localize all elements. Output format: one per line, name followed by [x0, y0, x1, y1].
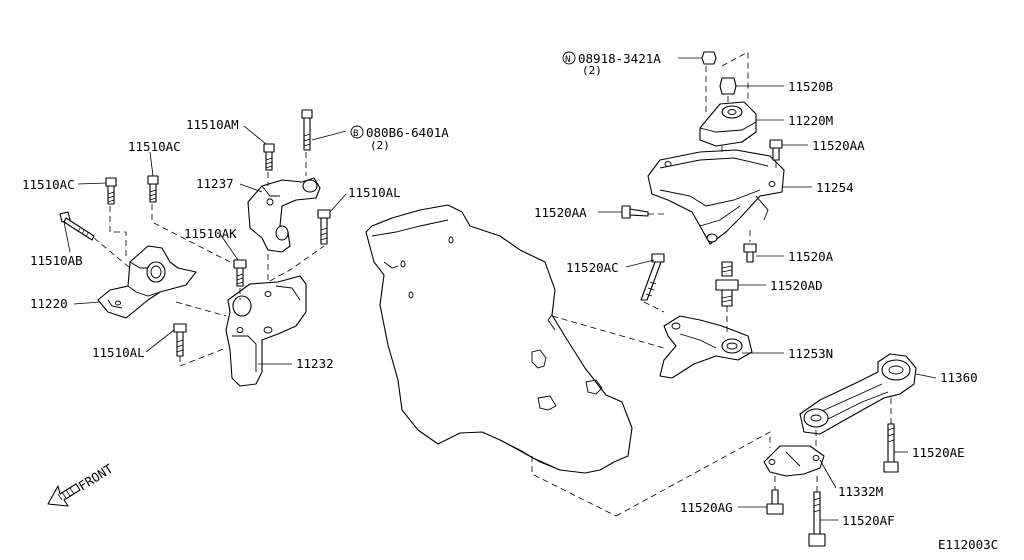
part-080B6-bolt — [301, 109, 313, 151]
label-080B6-code: 080B6-6401A — [366, 125, 449, 140]
label-11520AD: 11520AD — [770, 278, 823, 293]
label-11510AL-left: 11510AL — [92, 345, 145, 360]
label-08918-qty: (2) — [582, 64, 602, 77]
label-11220M: 11220M — [788, 113, 833, 128]
part-08918-nut — [701, 51, 717, 65]
part-11510AC-bolt-top — [147, 175, 159, 203]
front-label: FRONT — [76, 461, 116, 494]
part-11332M-bracket — [763, 445, 825, 477]
right-lower-mount-group — [531, 353, 917, 547]
part-11232-bracket — [225, 275, 307, 387]
label-11237: 11237 — [196, 176, 234, 191]
part-11510AM-bolt — [263, 143, 275, 171]
label-11332M: 11332M — [838, 484, 883, 499]
label-11510AC-top: 11510AC — [128, 139, 181, 154]
part-11520AC-bolt — [640, 253, 665, 301]
label-11520AC: 11520AC — [566, 260, 619, 275]
label-080B6-qty: (2) — [370, 139, 390, 152]
label-11520A: 11520A — [788, 249, 834, 264]
label-11520AE: 11520AE — [912, 445, 965, 460]
part-11237-bracket — [247, 177, 321, 253]
label-08918-code: 08918-3421A — [578, 51, 661, 66]
left-mount-group — [59, 175, 231, 367]
part-11510AB-bolt — [59, 211, 95, 241]
front-arrow: FRONT — [47, 461, 116, 507]
label-080B6-prefix: B — [353, 129, 358, 139]
label-11520AA-top: 11520AA — [812, 138, 865, 153]
label-11510AM: 11510AM — [186, 117, 239, 132]
label-11520AA-left: 11520AA — [534, 205, 587, 220]
part-11520A-bolt — [743, 243, 757, 263]
part-11510AC-bolt-left — [105, 177, 117, 205]
label-11520AG: 11520AG — [680, 500, 733, 515]
part-11510AL-bolt-left — [173, 323, 187, 357]
label-08918-prefix: N — [565, 55, 570, 65]
label-11253N: 11253N — [788, 346, 833, 361]
label-080B6-bolt: B 080B6-6401A (2) — [350, 125, 449, 152]
part-11360-torque-rod — [799, 353, 917, 435]
part-11520B-nut — [719, 77, 737, 95]
part-11520AE-bolt — [883, 423, 899, 473]
label-11360: 11360 — [940, 370, 978, 385]
right-upper-mount-group — [551, 51, 785, 379]
part-11520AA-bolt-left — [621, 205, 649, 219]
center-left-brackets — [225, 109, 331, 387]
label-08918-nut: N 08918-3421A (2) — [562, 51, 661, 77]
label-11232: 11232 — [296, 356, 334, 371]
part-11520AF-bolt — [808, 491, 826, 547]
part-11510AL-bolt-right — [317, 209, 331, 245]
leader-lines — [63, 57, 937, 521]
label-11520B: 11520B — [788, 79, 833, 94]
label-11510AK: 11510AK — [184, 226, 237, 241]
part-11220-insulator — [97, 245, 197, 319]
engine-block — [365, 204, 633, 474]
label-11510AL-right: 11510AL — [348, 185, 401, 200]
part-11254-bracket — [647, 149, 785, 245]
label-11220: 11220 — [30, 296, 68, 311]
part-11520AD-stud — [715, 261, 739, 307]
part-11520AG-bolt — [766, 489, 784, 515]
label-11510AC-left: 11510AC — [22, 177, 75, 192]
part-11520AA-bolt-top — [769, 139, 783, 161]
part-11510AK-bolt — [233, 259, 247, 287]
label-11254: 11254 — [816, 180, 854, 195]
part-labels: 11510AC 11510AC 11510AB 11220 11510AL 11… — [22, 51, 998, 552]
part-11220M-insulator — [699, 101, 757, 147]
part-11253N-bracket — [659, 315, 753, 379]
label-11510AB: 11510AB — [30, 253, 83, 268]
label-11520AF: 11520AF — [842, 513, 895, 528]
drawing-code: E112003C — [938, 537, 998, 552]
